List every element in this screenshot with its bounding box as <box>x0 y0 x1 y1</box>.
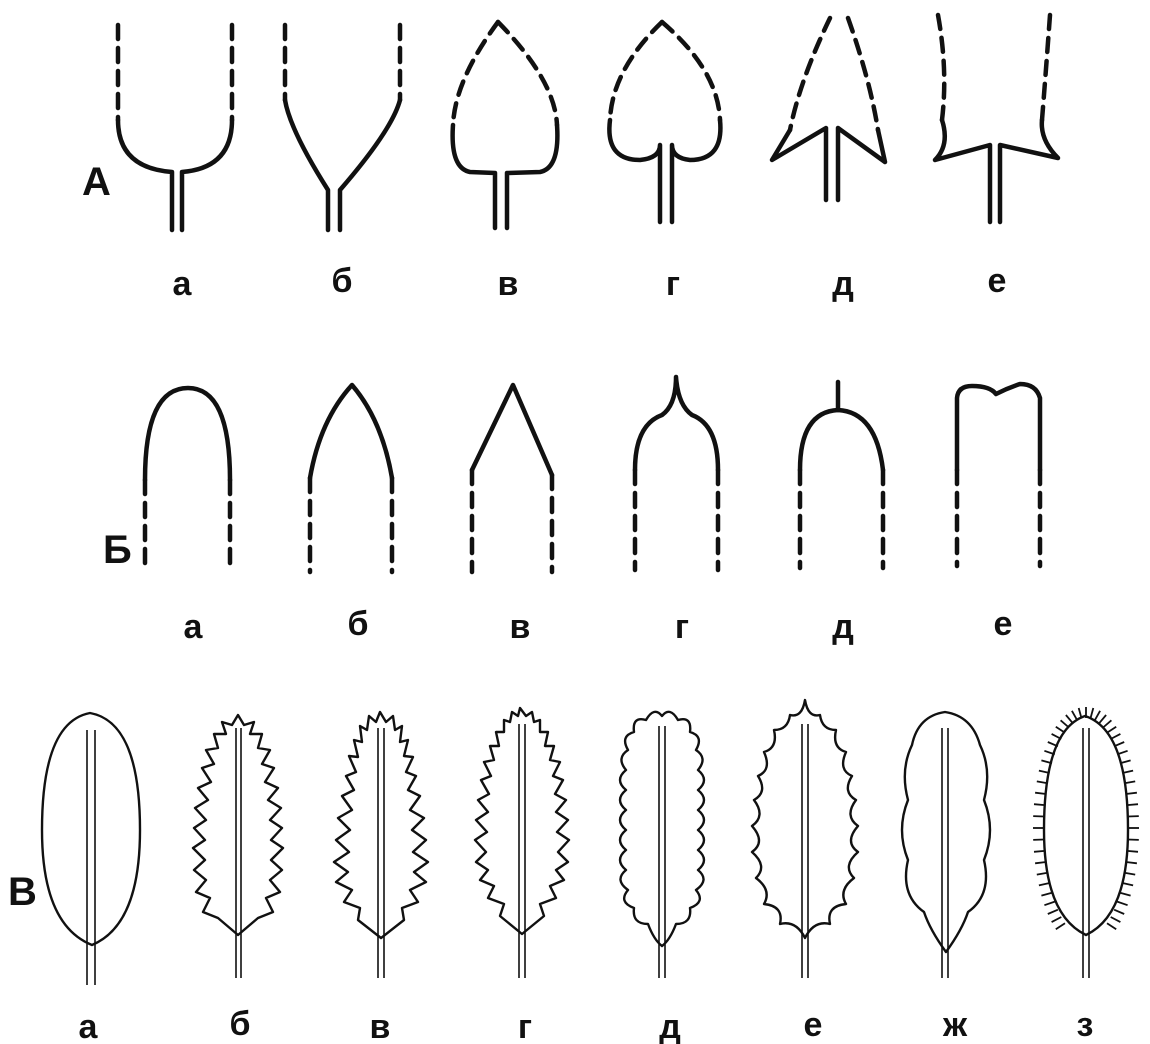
cilium-hair <box>1041 893 1052 896</box>
base-shape-d <box>772 18 885 200</box>
margin-leaf-v <box>334 712 428 978</box>
cilium-hair <box>1052 917 1062 922</box>
cilium-hair <box>1048 910 1058 914</box>
cilium-hair <box>1099 715 1106 723</box>
label-b-v: в <box>510 608 531 646</box>
cilium-hair <box>1052 734 1062 739</box>
cilium-hair <box>1034 851 1045 852</box>
cilium-hair <box>1126 793 1137 794</box>
cilium-hair <box>1111 734 1121 739</box>
cilium-hair <box>1056 923 1065 929</box>
cilium-hair <box>1103 720 1111 727</box>
label-a-b: б <box>331 262 352 300</box>
label-b-e: е <box>994 605 1013 643</box>
base-shape-a <box>118 25 232 230</box>
cilium-hair <box>1044 902 1054 906</box>
label-c-z: з <box>1077 1006 1094 1044</box>
label-c-e: е <box>804 1006 823 1044</box>
base-shape-g <box>609 22 720 222</box>
cilium-hair <box>1061 720 1069 727</box>
row-c: В <box>8 700 1139 1044</box>
cilium-hair <box>1037 873 1048 875</box>
label-c-b: б <box>229 1005 250 1043</box>
cilium-hair <box>1124 781 1135 783</box>
row-a: А <box>82 15 1058 303</box>
cilium-hair <box>1107 727 1116 733</box>
cilium-hair <box>1107 923 1116 929</box>
label-c-d: д <box>659 1008 681 1044</box>
margin-leaf-d <box>620 712 704 978</box>
cilium-hair <box>1035 793 1046 794</box>
label-b-b: б <box>347 605 368 643</box>
row-label-a: А <box>82 160 111 204</box>
margin-leaf-zh <box>902 712 990 978</box>
cilium-hair <box>1056 727 1065 733</box>
cilium-hair <box>1095 711 1100 721</box>
base-shape-v <box>453 22 558 228</box>
cilium-hair <box>1090 708 1093 719</box>
label-a-d: д <box>832 265 854 303</box>
cilium-hair <box>1111 917 1121 922</box>
margin-leaf-a <box>42 713 140 985</box>
apex-shape-e <box>957 384 1040 566</box>
label-a-g: г <box>666 265 680 303</box>
apex-shape-b <box>310 385 392 572</box>
cilia-hairs <box>1033 707 1139 929</box>
label-a-e: е <box>988 262 1007 300</box>
cilium-hair <box>1124 873 1135 875</box>
label-c-a: а <box>79 1008 99 1044</box>
margin-leaf-g <box>475 708 569 978</box>
margin-leaf-b <box>193 715 283 978</box>
cilium-hair <box>1117 902 1127 906</box>
cilium-hair <box>1127 804 1138 805</box>
cilium-hair <box>1126 862 1137 863</box>
row-label-b: Б <box>103 528 132 572</box>
cilium-hair <box>1122 883 1133 885</box>
label-c-g: г <box>518 1008 532 1044</box>
base-shape-e <box>935 15 1058 222</box>
margin-leaf-e <box>752 700 858 978</box>
label-c-zh: ж <box>942 1006 968 1044</box>
row-b: Б <box>103 377 1040 646</box>
label-b-d: д <box>832 608 854 646</box>
margin-leaf-z <box>1033 707 1139 978</box>
cilium-hair <box>1034 804 1045 805</box>
cilium-hair <box>1127 851 1138 852</box>
cilium-hair <box>1114 742 1124 746</box>
cilium-hair <box>1120 893 1131 896</box>
apex-shape-g <box>635 377 718 570</box>
apex-shape-a <box>145 388 230 570</box>
cilium-hair <box>1072 711 1077 721</box>
cilium-hair <box>1066 715 1073 723</box>
label-b-a: а <box>184 608 204 646</box>
label-c-v: в <box>370 1008 391 1044</box>
apex-shape-d <box>800 382 883 568</box>
base-shape-b <box>285 25 400 230</box>
label-a-a: а <box>173 265 193 303</box>
apex-shape-v <box>472 385 552 572</box>
row-label-c: В <box>8 870 37 914</box>
cilium-hair <box>1039 883 1050 885</box>
cilium-hair <box>1035 862 1046 863</box>
cilium-hair <box>1114 910 1124 914</box>
label-a-v: в <box>498 265 519 303</box>
label-b-g: г <box>675 608 689 646</box>
